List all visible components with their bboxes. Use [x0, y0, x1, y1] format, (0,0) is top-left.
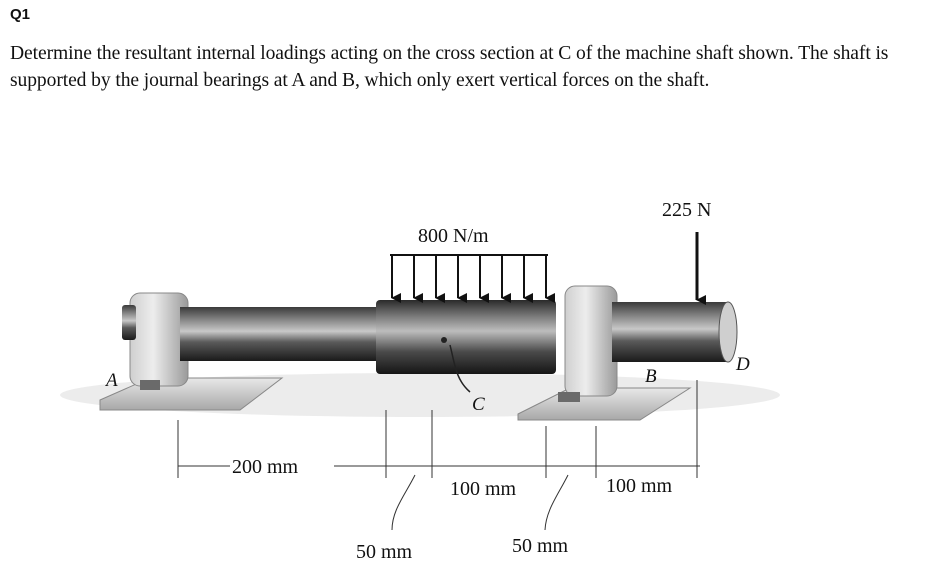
dimension-100mm-right: 100 mm	[606, 475, 673, 497]
distributed-load-label: 800 N/m	[418, 225, 489, 247]
question-label: Q1	[10, 6, 31, 23]
shaft-section-left	[180, 307, 380, 361]
section-c-point	[441, 337, 447, 343]
point-a-label: A	[104, 370, 118, 391]
dimension-50mm-right: 50 mm	[512, 535, 569, 557]
dimension-100mm-center: 100 mm	[450, 478, 517, 500]
shaft-end-d	[718, 301, 738, 363]
dimension-50mm-left: 50 mm	[356, 541, 413, 563]
point-c-label: C	[472, 394, 485, 415]
point-b-label: B	[645, 366, 657, 387]
shaft-section-right	[612, 302, 730, 362]
point-d-label: D	[735, 354, 750, 375]
point-load-label: 225 N	[662, 199, 711, 221]
shaft-left-stub	[122, 305, 136, 340]
distributed-load-arrows	[390, 254, 555, 303]
dimension-lines	[177, 380, 700, 531]
problem-statement: Determine the resultant internal loading…	[10, 43, 889, 91]
dimension-200mm: 200 mm	[232, 456, 299, 478]
shaft-thick-section	[376, 300, 556, 374]
section-c-marker	[449, 344, 471, 393]
